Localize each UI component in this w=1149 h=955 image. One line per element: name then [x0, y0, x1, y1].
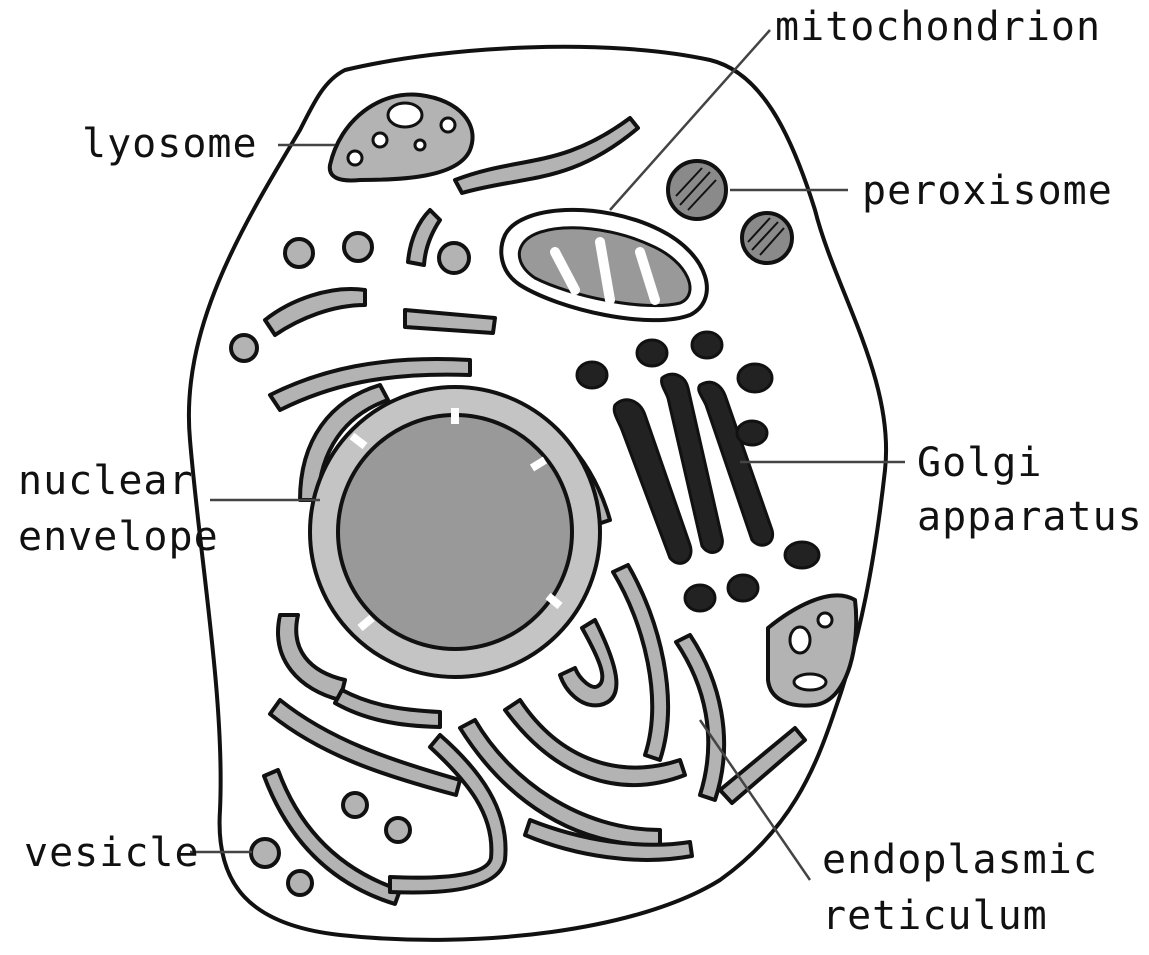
label-lysosome: lyosome — [82, 121, 258, 167]
label-er-line2: reticulum — [822, 893, 1048, 939]
label-mitochondrion: mitochondrion — [775, 4, 1101, 50]
label-golgi-line2: apparatus — [917, 494, 1143, 540]
label-vesicle: vesicle — [24, 830, 200, 876]
label-nuclear-line2: envelope — [18, 514, 219, 560]
label-golgi-line1: Golgi — [917, 440, 1042, 486]
label-peroxisome: peroxisome — [862, 168, 1113, 214]
label-nuclear-line1: nuclear — [18, 458, 194, 504]
label-er-line1: endoplasmic — [822, 837, 1098, 883]
